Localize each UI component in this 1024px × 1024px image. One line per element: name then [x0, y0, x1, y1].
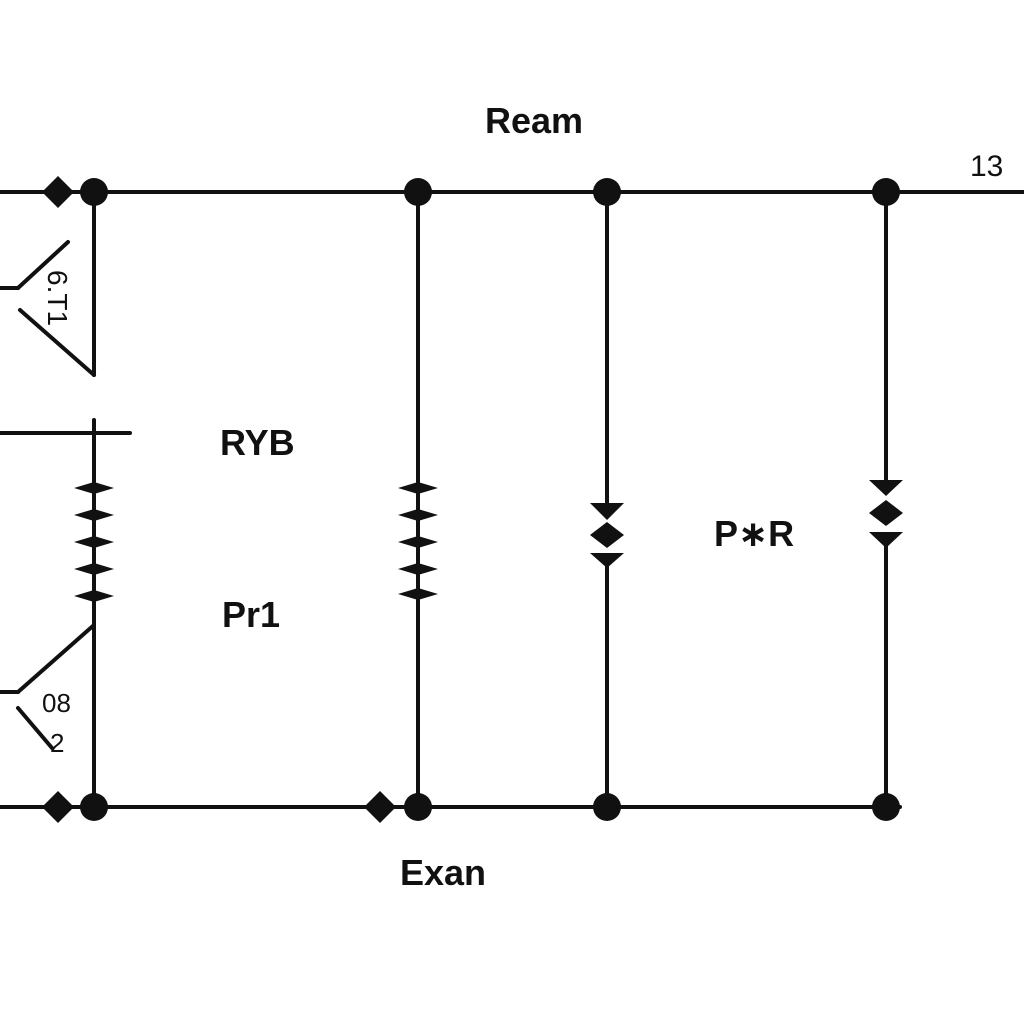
switch-bottom-label: 08: [42, 688, 71, 718]
diode-3: [590, 503, 624, 568]
resistor-2: [398, 480, 438, 602]
terminal-bottom-left: [42, 791, 74, 823]
switch-top-label: 6.T1: [42, 270, 73, 326]
label-bottom: Exan: [400, 852, 486, 893]
node-top-2: [404, 178, 432, 206]
node-top-3: [593, 178, 621, 206]
switch-bottom: [0, 623, 96, 750]
label-top: Ream: [485, 100, 583, 141]
node-bottom-4: [872, 793, 900, 821]
diode-4: [869, 480, 903, 548]
label-pxr: P∗R: [714, 513, 794, 554]
switch-bottom-number: 2: [50, 728, 64, 758]
node-bottom-3: [593, 793, 621, 821]
terminal-bottom-mid: [364, 791, 396, 823]
label-corner: 13: [970, 150, 1003, 183]
label-pr1: Pr1: [222, 594, 280, 635]
node-top-4: [872, 178, 900, 206]
resistor-1: [74, 480, 114, 604]
node-bottom-1: [80, 793, 108, 821]
node-bottom-2: [404, 793, 432, 821]
node-top-1: [80, 178, 108, 206]
switch-top: [0, 240, 96, 377]
label-ryb: RYB: [220, 422, 295, 463]
terminal-top-left: [42, 176, 74, 208]
